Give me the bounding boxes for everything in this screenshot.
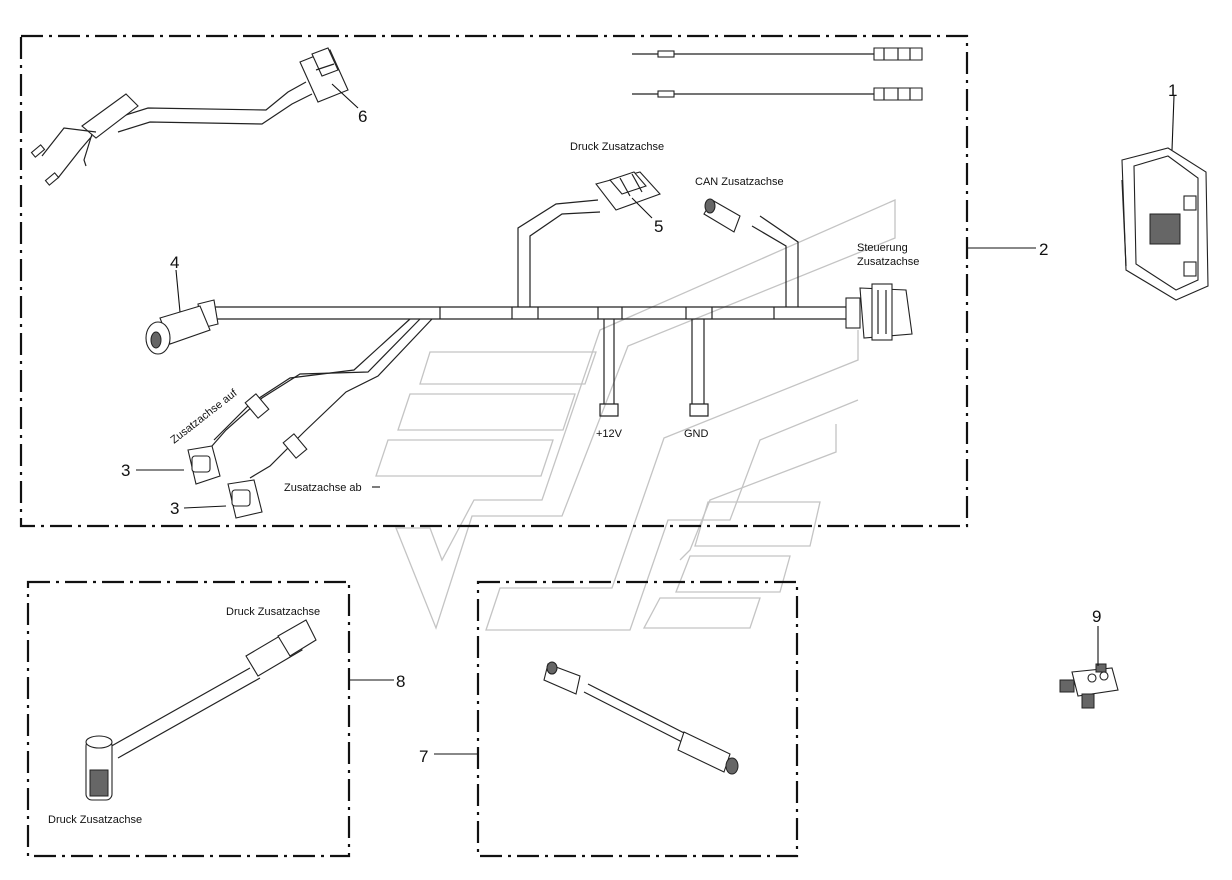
label-steuerung-1: Steuerung xyxy=(857,242,908,254)
main-harness xyxy=(145,171,913,519)
callout-2: 2 xyxy=(1039,240,1048,259)
callout-6: 6 xyxy=(358,107,367,126)
fitting-9 xyxy=(1059,663,1119,709)
callout-leaders xyxy=(136,83,1175,755)
label-plus-12v: +12V xyxy=(596,428,623,440)
callout-numbers: 1 2 3 3 4 5 6 7 8 9 xyxy=(121,81,1177,766)
callout-3b: 3 xyxy=(170,499,179,518)
callout-3a: 3 xyxy=(121,461,130,480)
watermark-logo xyxy=(375,199,896,631)
callout-1: 1 xyxy=(1168,81,1177,100)
label-steuerung-2: Zusatzachse xyxy=(857,256,919,268)
loose-terminals xyxy=(632,47,923,101)
callout-5: 5 xyxy=(654,217,663,236)
label-can-zusatzachse: CAN Zusatzachse xyxy=(695,176,784,188)
frame-kit-7 xyxy=(476,580,799,858)
label-zusatzachse-auf: Zusatzachse auf xyxy=(168,387,240,447)
control-unit-1 xyxy=(1121,147,1209,301)
label-druck-kit8-bottom: Druck Zusatzachse xyxy=(48,814,142,826)
frame-kit-2 xyxy=(19,34,969,528)
frame-kit-8 xyxy=(26,580,351,858)
can-cable-7 xyxy=(543,661,739,775)
label-druck-kit8-top: Druck Zusatzachse xyxy=(226,606,320,618)
harness-6 xyxy=(30,47,349,186)
callout-8: 8 xyxy=(396,672,405,691)
label-zusatzachse-ab: Zusatzachse ab xyxy=(284,482,362,494)
label-gnd: GND xyxy=(684,428,709,440)
callout-7: 7 xyxy=(419,747,428,766)
pressure-cable-8 xyxy=(85,619,317,801)
label-druck-zusatzachse: Druck Zusatzachse xyxy=(570,141,664,153)
callout-9: 9 xyxy=(1092,607,1101,626)
callout-4: 4 xyxy=(170,253,179,272)
